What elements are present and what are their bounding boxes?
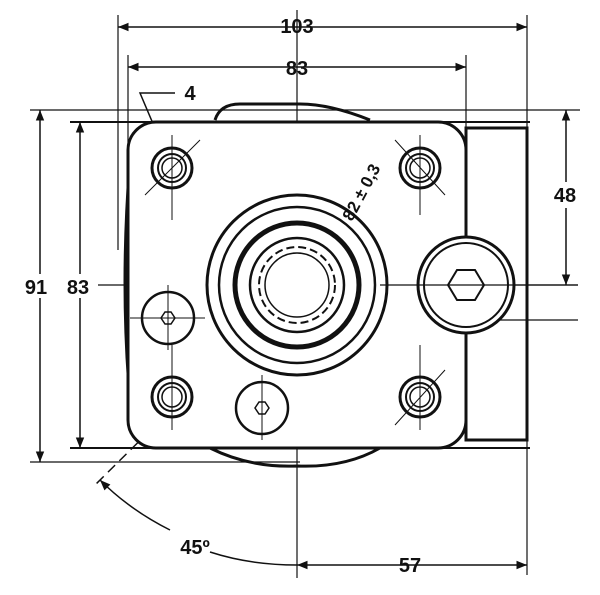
bolt-hole <box>394 135 446 215</box>
label-bg <box>545 182 585 208</box>
angle-arc-left <box>99 479 171 531</box>
pilot-ring <box>217 205 377 365</box>
label-bg <box>18 274 98 298</box>
dim-48-label: 48 <box>554 185 576 207</box>
dim-45-label: 45º <box>180 537 210 559</box>
spline-shaft <box>258 246 336 324</box>
top-bump <box>213 102 371 122</box>
dim-103-label: 103 <box>280 16 313 38</box>
port-a <box>130 285 205 350</box>
bottom-bump <box>209 446 381 468</box>
bolt-hole <box>150 345 194 430</box>
spline-inner <box>264 252 330 318</box>
angle-arc-right <box>209 551 298 566</box>
dim-91-label: 91 <box>25 277 47 299</box>
bolt-hole <box>144 135 201 220</box>
shaft-seal <box>232 220 362 350</box>
bolt-hole <box>394 345 446 430</box>
port-b <box>234 375 290 440</box>
dim-4-label: 4 <box>184 83 196 105</box>
dim-83-v-label: 83 <box>67 277 89 299</box>
dim-83-h-label: 83 <box>286 58 308 80</box>
shaft-bore <box>248 236 346 334</box>
dim-57-label: 57 <box>399 555 421 577</box>
